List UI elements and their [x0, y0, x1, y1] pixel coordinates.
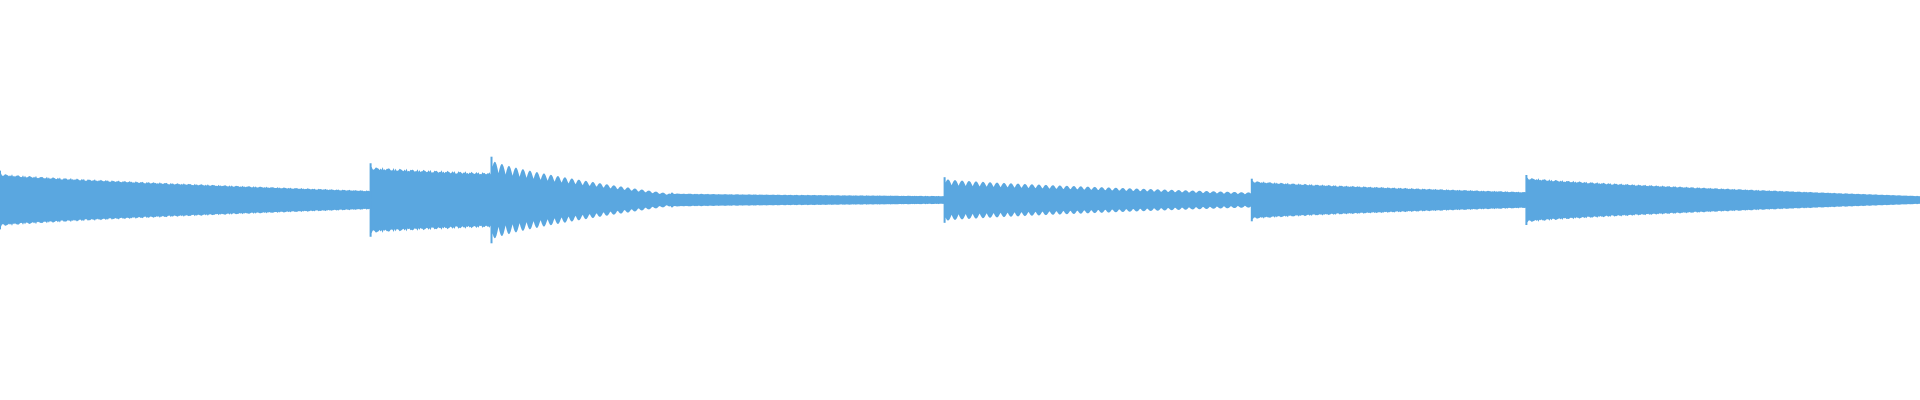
- waveform[interactable]: [0, 0, 1920, 400]
- waveform-view: [0, 0, 1920, 400]
